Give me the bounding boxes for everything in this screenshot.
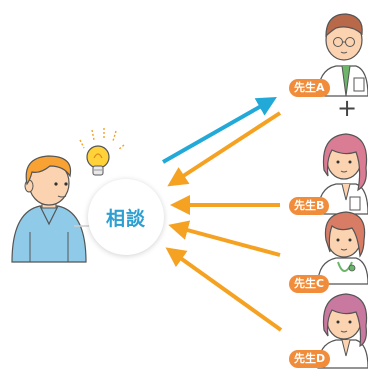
arrow-from-teacher-a — [167, 111, 282, 187]
teacher-d-label: 先生D — [289, 350, 331, 368]
lightbulb-icon — [79, 128, 125, 176]
consult-label: 相談 — [105, 207, 146, 230]
consult-bubble: 相談 — [88, 179, 164, 255]
teacher-b-label: 先生B — [289, 197, 330, 215]
arrow-from-teacher-d — [165, 247, 283, 332]
student-figure — [11, 155, 87, 263]
plus-sign: + — [337, 94, 358, 122]
teacher-a-label: 先生A — [289, 79, 330, 97]
teacher-c-figure — [317, 211, 368, 285]
teacher-d-figure — [317, 293, 368, 369]
arrow-to-teacher-a — [162, 97, 277, 164]
arrows — [162, 97, 283, 332]
arrow-from-teacher-c — [168, 220, 281, 257]
teacher-c-label: 先生C — [289, 275, 330, 293]
teacher-b-figure — [317, 133, 368, 215]
teacher-a-figure — [317, 13, 368, 97]
